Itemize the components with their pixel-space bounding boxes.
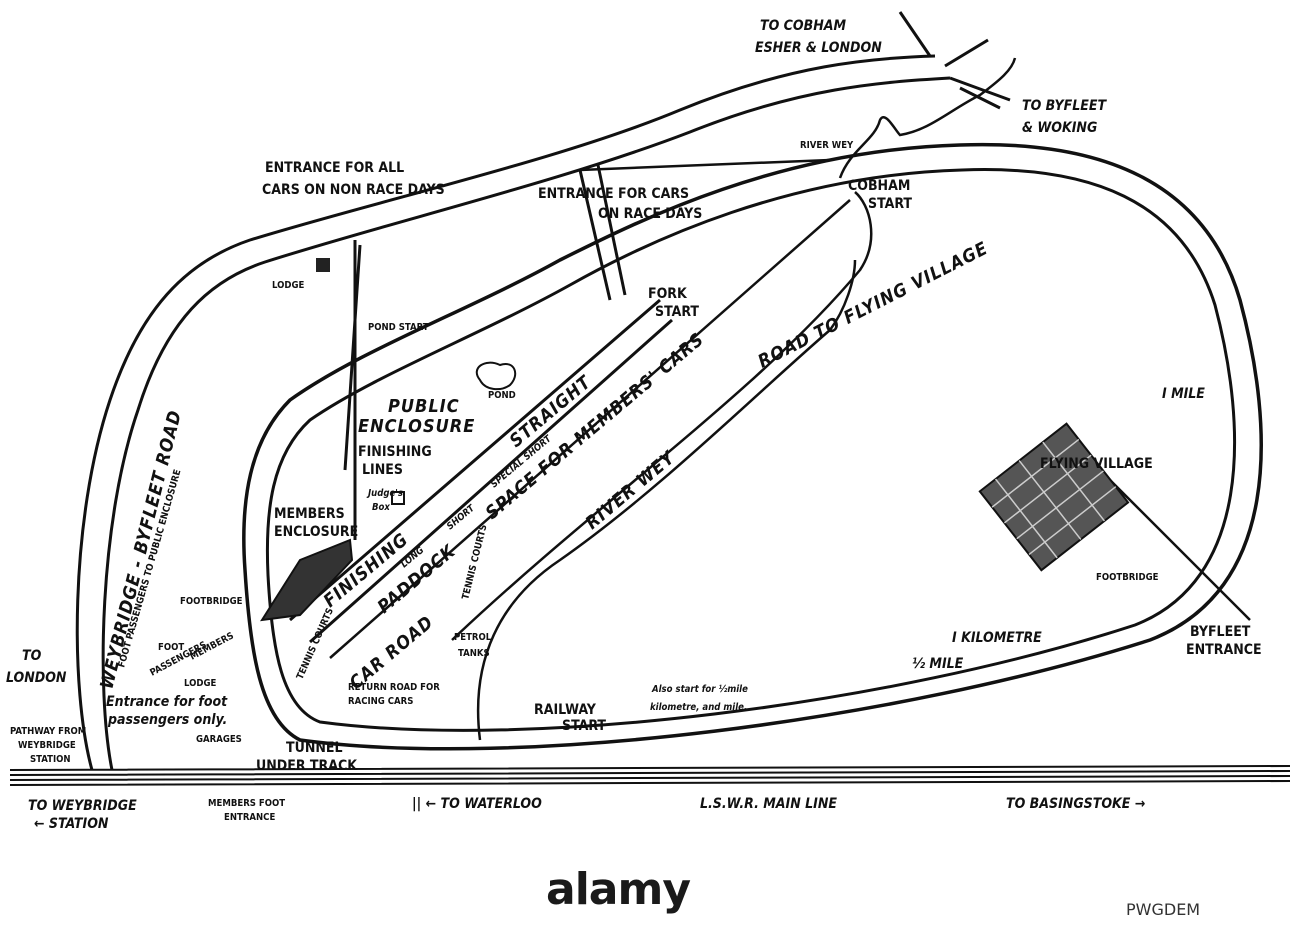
petrol-tanks-label-2: TANKS <box>458 648 490 659</box>
tunnel-label: TUNNEL <box>286 740 343 756</box>
railway-start-label: RAILWAY <box>534 702 597 718</box>
esher-london-label: ESHER & LONDON <box>755 40 882 56</box>
members-foot-entrance-label: MEMBERS FOOT <box>208 798 285 809</box>
one-mile-label: I MILE <box>1162 386 1205 402</box>
river-wey-top-label: RIVER WEY <box>800 140 854 151</box>
flying-village-label: FLYING VILLAGE <box>1040 456 1153 472</box>
footbridge-left-label: FOOTBRIDGE <box>180 596 243 607</box>
lodge-top-label: LODGE <box>272 280 304 291</box>
foot-label: FOOT <box>158 642 184 653</box>
return-road-label-2: RACING CARS <box>348 696 413 707</box>
return-road-label: RETURN ROAD FOR <box>348 682 440 693</box>
finishing-lines-label: FINISHING <box>358 444 432 460</box>
flying-village-road <box>1109 479 1251 621</box>
entrance-race-label: ENTRANCE FOR CARS <box>538 186 689 202</box>
cobham-start-label: COBHAM <box>848 178 910 194</box>
entrance-race-label-2: ON RACE DAYS <box>598 206 702 222</box>
river-wey-mid <box>476 259 857 741</box>
to-london-label: TO <box>22 648 42 664</box>
finishing-straight <box>289 298 673 644</box>
members-enclosure-block <box>260 538 354 622</box>
judges-box-label: Judge's <box>366 488 403 499</box>
river-wey-mid-label: RIVER WEY <box>582 446 681 534</box>
tennis-courts-a-label: TENNIS COURTS <box>460 523 489 600</box>
image-code: PWGDEM <box>1126 900 1201 919</box>
brooklands-circuit-map: TO COBHAM ESHER & LONDON TO BYFLEET & WO… <box>6 11 1291 832</box>
alamy-logo: alamy <box>546 864 691 915</box>
to-basingstoke-label: TO BASINGSTOKE → <box>1006 796 1145 812</box>
entrance-foot-label-2: passengers only. <box>107 712 227 728</box>
to-cobham-label: TO COBHAM <box>760 18 847 34</box>
tunnel-label-2: UNDER TRACK <box>256 758 358 774</box>
to-waterloo-label: || ← TO WATERLOO <box>412 796 542 812</box>
woking-label: & WOKING <box>1022 120 1097 136</box>
road-to-flying-village-label: ROAD TO FLYING VILLAGE <box>755 238 992 373</box>
half-mile-label: ½ MILE <box>912 656 964 672</box>
tennis-courts-b-label: TENNIS COURTS <box>295 606 336 681</box>
lodge-bottom-label: LODGE <box>184 678 216 689</box>
railway-line <box>9 765 1291 786</box>
river-wey-top <box>838 57 1017 179</box>
byfleet-entrance-label-2: ENTRANCE <box>1186 642 1262 658</box>
lswr-main-line-label: L.S.W.R. MAIN LINE <box>700 796 837 812</box>
weybridge-byfleet-road-inner <box>101 76 951 771</box>
race-track-outer <box>242 142 1263 751</box>
members-enclosure-label-2: ENCLOSURE <box>274 524 358 540</box>
public-enclosure-label-2: ENCLOSURE <box>358 416 475 437</box>
cobham-start-label-2: START <box>868 196 912 212</box>
footbridge-right-label: FOOTBRIDGE <box>1096 572 1159 583</box>
petrol-tanks-label: PETROL <box>454 632 492 643</box>
also-start-label-2: kilometre, and mile. <box>650 702 747 713</box>
byfleet-entrance-label: BYFLEET <box>1190 624 1251 640</box>
pathway-label: PATHWAY FROM <box>10 726 86 737</box>
to-weybridge-station-label: TO WEYBRIDGE <box>28 798 137 814</box>
race-track-inner <box>265 168 1236 732</box>
to-london-label-2: LONDON <box>6 670 67 686</box>
pond-start-label: POND START <box>368 322 429 333</box>
pond-label: POND <box>488 390 516 401</box>
judges-box-label-2: Box <box>372 502 390 513</box>
weybridge-byfleet-road <box>75 54 936 771</box>
flying-village-block <box>978 422 1130 572</box>
judges-box <box>391 491 405 505</box>
entrance-road-race <box>578 164 627 301</box>
byfleet-road-junction <box>949 76 1011 110</box>
fork-start-label-2: START <box>655 304 699 320</box>
public-enclosure-label: PUBLIC <box>388 396 460 417</box>
garages-label: GARAGES <box>196 734 242 745</box>
to-weybridge-station-label-2: ← STATION <box>34 816 109 832</box>
fork-start-label: FORK <box>648 286 688 302</box>
members-enclosure-label: MEMBERS <box>274 506 345 522</box>
railway-start-label-2: START <box>562 718 606 734</box>
entrance-all-label-2: CARS ON NON RACE DAYS <box>262 182 445 198</box>
straight-inner <box>329 199 851 659</box>
also-start-label: Also start for ½mile <box>651 684 748 695</box>
pathway-label-3: STATION <box>30 754 71 765</box>
road-to-flying-village <box>451 191 873 641</box>
entrance-foot-label: Entrance for foot <box>106 694 228 710</box>
members-foot-entrance-label-2: ENTRANCE <box>224 812 275 823</box>
to-byfleet-label: TO BYFLEET <box>1022 98 1107 114</box>
entrance-road-non-race <box>343 240 362 540</box>
finishing-lines-label-2: LINES <box>362 462 403 478</box>
lodge-marker <box>316 258 330 272</box>
one-kilometre-label: I KILOMETRE <box>952 630 1042 646</box>
pond-shape <box>475 361 517 391</box>
field-boundary <box>579 158 831 172</box>
pathway-label-2: WEYBRIDGE <box>18 740 76 751</box>
stock-footer: alamy PWGDEM <box>0 846 1300 934</box>
entrance-all-label: ENTRANCE FOR ALL <box>265 160 404 176</box>
cobham-road <box>898 11 989 68</box>
